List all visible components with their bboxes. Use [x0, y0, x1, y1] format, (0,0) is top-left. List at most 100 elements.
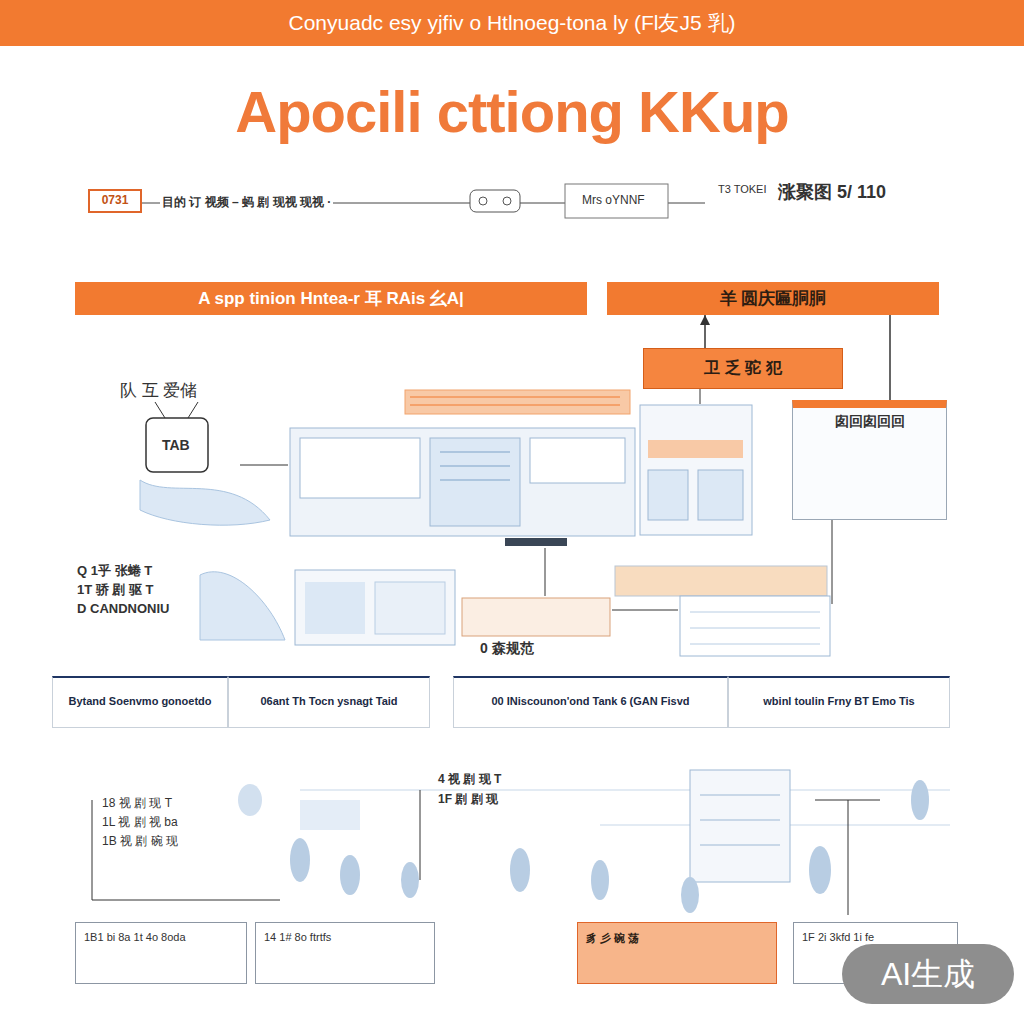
wire	[668, 203, 705, 204]
leader-line	[612, 610, 678, 611]
part-name: 0 森规范	[478, 640, 536, 657]
table-sketch	[690, 644, 820, 645]
monitor	[290, 428, 635, 536]
tree	[591, 860, 609, 900]
leader-line	[240, 465, 288, 466]
table-cell: Bytand Soenvmo gonoetdo	[52, 676, 228, 728]
node-text: Conyuadc esy yjfiv o Htlnoeg-tona ly (Fl…	[289, 9, 736, 37]
code-label: T3 TOKEI	[716, 183, 769, 196]
note-box: 14 1# 8o ftrtfs	[255, 922, 435, 984]
window-sketch	[375, 582, 445, 634]
monitor-window	[430, 438, 520, 526]
sketch-blob	[200, 572, 285, 640]
part-name: 队 互 爱储	[118, 381, 199, 401]
table-sketch	[690, 628, 820, 629]
header-bar: Conyuadc esy yjfiv o Htlnoeg-tona ly (Fl…	[0, 0, 1024, 46]
table-sketch	[615, 566, 827, 596]
connector	[704, 315, 706, 348]
watermark: AI生成	[842, 944, 1014, 1004]
panel-box: 囱回囱回回	[792, 400, 947, 520]
window-sketch	[305, 582, 365, 634]
tree	[510, 848, 530, 892]
node-text: 06ant Th Tocn ysnagt Taid	[237, 695, 421, 707]
building-sketch	[690, 770, 790, 882]
list-item: 4 视 剧 现 T	[436, 772, 503, 786]
sketch-line	[440, 452, 510, 453]
icon-label: TAB	[160, 437, 192, 454]
tree	[809, 846, 831, 894]
section-band: A spp tinion Hntea-r 耳 RAis 幺A|	[75, 282, 587, 315]
list-item: D CANDNONIU	[75, 601, 171, 617]
note-box: 1B1 bi 8a 1t 4o 8oda	[75, 922, 247, 984]
list-item: 1T 骄 剧 驱 T	[75, 582, 156, 598]
tree	[911, 780, 929, 820]
window-sketch	[295, 570, 455, 645]
tv-icon	[155, 402, 165, 418]
orange-strip	[405, 390, 630, 414]
tag-box: 0731	[88, 189, 142, 213]
node-text: 1B1 bi 8a 1t 4o 8oda	[84, 931, 238, 943]
leader-line	[815, 800, 880, 801]
node-text: 囱回囱回回	[801, 413, 938, 431]
list-item: 1B 视 剧 碗 现	[100, 834, 180, 848]
node-text: 00 INiscounon'ond Tank 6 (GAN Fisvd	[462, 695, 719, 707]
table-sketch	[690, 612, 820, 613]
leader-line	[848, 800, 849, 915]
tree	[401, 862, 419, 898]
building-sketch	[700, 820, 780, 821]
orange-strip	[410, 397, 620, 398]
header-note: 涨聚图 5/ 110	[776, 182, 888, 204]
leader-line	[545, 548, 546, 596]
section-band: 羊 圆庆匾胴胴	[607, 282, 939, 315]
sketch-line	[440, 466, 510, 467]
tree	[290, 838, 310, 882]
monitor-window	[300, 438, 420, 498]
device-symbol	[503, 197, 511, 205]
tree	[238, 784, 262, 816]
device-symbol	[470, 190, 520, 212]
list-item: Q 1乎 张蜷 T	[75, 563, 154, 579]
process-box: 卫 乏 驼 犯	[643, 348, 843, 389]
node-text: 1F 2i 3kfd 1i fe	[802, 931, 949, 943]
sketch-blob	[140, 480, 270, 525]
node-text: Bytand Soenvmo gonoetdo	[61, 695, 219, 707]
building-sketch	[648, 470, 688, 520]
label-frame	[565, 184, 668, 218]
building-sketch	[640, 405, 752, 535]
orange-strip	[410, 405, 620, 406]
node-text: 羊 圆庆匾胴胴	[619, 287, 927, 310]
device-symbol	[479, 197, 487, 205]
building-sketch	[698, 470, 743, 520]
list-item: 18 视 剧 现 T	[100, 796, 174, 810]
tree	[340, 855, 360, 895]
leader-line	[832, 520, 833, 604]
node-text: wbinl toulin Frny BT Emo Tis	[737, 695, 941, 707]
frame-label: Mrs oYNNF	[580, 193, 647, 207]
tv-icon	[146, 418, 208, 472]
leader-line	[92, 800, 93, 900]
diagram-title: Apocili cttiong KKup	[0, 78, 1024, 145]
tree	[681, 877, 699, 913]
list-item: 1L 视 剧 视 ba	[100, 815, 180, 829]
sketch-blob	[300, 800, 360, 830]
list-item: 1F 剧 剧 现	[436, 792, 500, 806]
building-sketch	[648, 440, 743, 458]
node-text: 豸 彡 碗 荡	[586, 931, 768, 946]
table-cell: wbinl toulin Frny BT Emo Tis	[728, 676, 950, 728]
node-text: 卫 乏 驼 犯	[656, 358, 830, 379]
monitor-stand	[505, 538, 567, 546]
leader-line	[420, 790, 421, 880]
note-box: 豸 彡 碗 荡	[577, 922, 777, 984]
sketch-line	[300, 790, 950, 791]
node-text: 0731	[94, 193, 136, 207]
connector	[889, 315, 891, 400]
tv-icon	[188, 402, 198, 418]
sketch-line	[440, 480, 510, 481]
table-cell: 00 INiscounon'ond Tank 6 (GAN Fisvd	[453, 676, 728, 728]
note-text: 目的 订 视频 – 蚂 剧 现视 现视 ·	[160, 195, 333, 209]
leader-line	[92, 900, 280, 901]
node-text: 14 1# 8o ftrtfs	[264, 931, 426, 943]
table-sketch	[680, 596, 830, 656]
node-text: A spp tinion Hntea-r 耳 RAis 幺A|	[87, 287, 575, 310]
